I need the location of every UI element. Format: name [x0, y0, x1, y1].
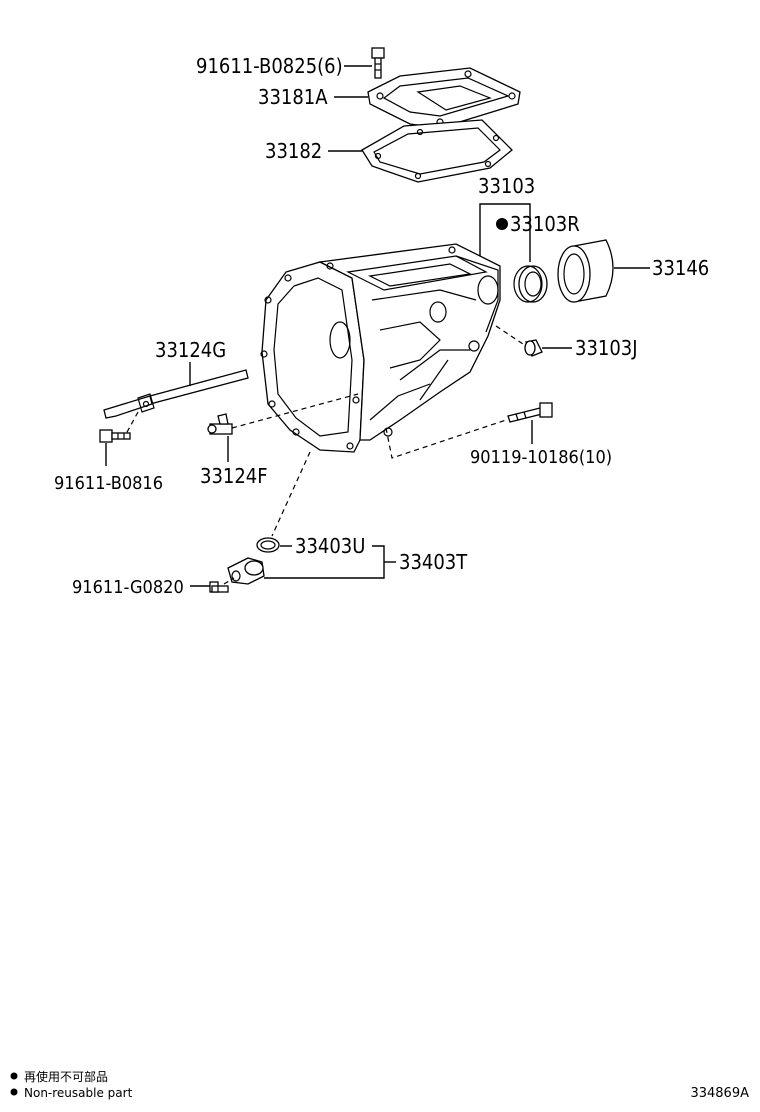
- dashed-fork: [231, 393, 359, 429]
- o-ring-icon: [256, 537, 280, 553]
- dashed-guide-bolt: [125, 411, 139, 435]
- non-reusable-marker-icon: [496, 218, 508, 230]
- bolt-bottom-icon: [209, 581, 229, 593]
- label-seal: 33103R: [510, 212, 580, 236]
- legend-marker-en-icon: [10, 1088, 18, 1096]
- sleeve-icon: [557, 239, 614, 303]
- shift-guide-icon: [103, 369, 249, 419]
- label-bolt-bottom: 91611-G0820: [72, 577, 184, 598]
- plug-icon: [524, 339, 543, 357]
- oil-seal-icon: [513, 265, 548, 303]
- label-sleeve: 33146: [652, 256, 709, 280]
- label-cover: 33181A: [258, 85, 328, 109]
- transmission-case-icon: [260, 243, 501, 453]
- legend-text-en: Non-reusable part: [24, 1086, 133, 1100]
- bolt-top-icon: [371, 47, 385, 79]
- cover-icon: [367, 67, 521, 129]
- diagram-id: 334869A: [690, 1086, 749, 1101]
- label-case: 33103: [478, 174, 535, 198]
- label-fork: 33124F: [200, 464, 268, 488]
- legend-text-jp: 再使用不可部品: [24, 1069, 108, 1084]
- label-gasket: 33182: [265, 139, 322, 163]
- shift-fork-icon: [207, 413, 233, 435]
- dashed-bottom-bolt: [223, 577, 235, 585]
- label-guide: 33124G: [155, 338, 226, 362]
- label-sensor: 33403T: [399, 550, 468, 574]
- bolt-case-icon: [507, 402, 553, 423]
- bolt-left-icon: [99, 429, 131, 443]
- label-plug: 33103J: [575, 336, 638, 360]
- dashed-case-bolt: [385, 419, 507, 459]
- leader-case-bracket: [479, 203, 531, 262]
- legend-marker-jp-icon: [10, 1072, 18, 1080]
- label-bolt-top: 91611-B0825(6): [196, 54, 343, 78]
- speed-sensor-icon: [227, 557, 265, 585]
- label-bolt-left: 91611-B0816: [54, 473, 163, 494]
- label-bolt-case: 90119-10186(10): [470, 447, 612, 468]
- gasket-icon: [361, 119, 513, 183]
- dashed-sensor: [271, 451, 311, 537]
- dashed-plug: [495, 325, 527, 347]
- label-o-ring: 33403U: [295, 534, 365, 558]
